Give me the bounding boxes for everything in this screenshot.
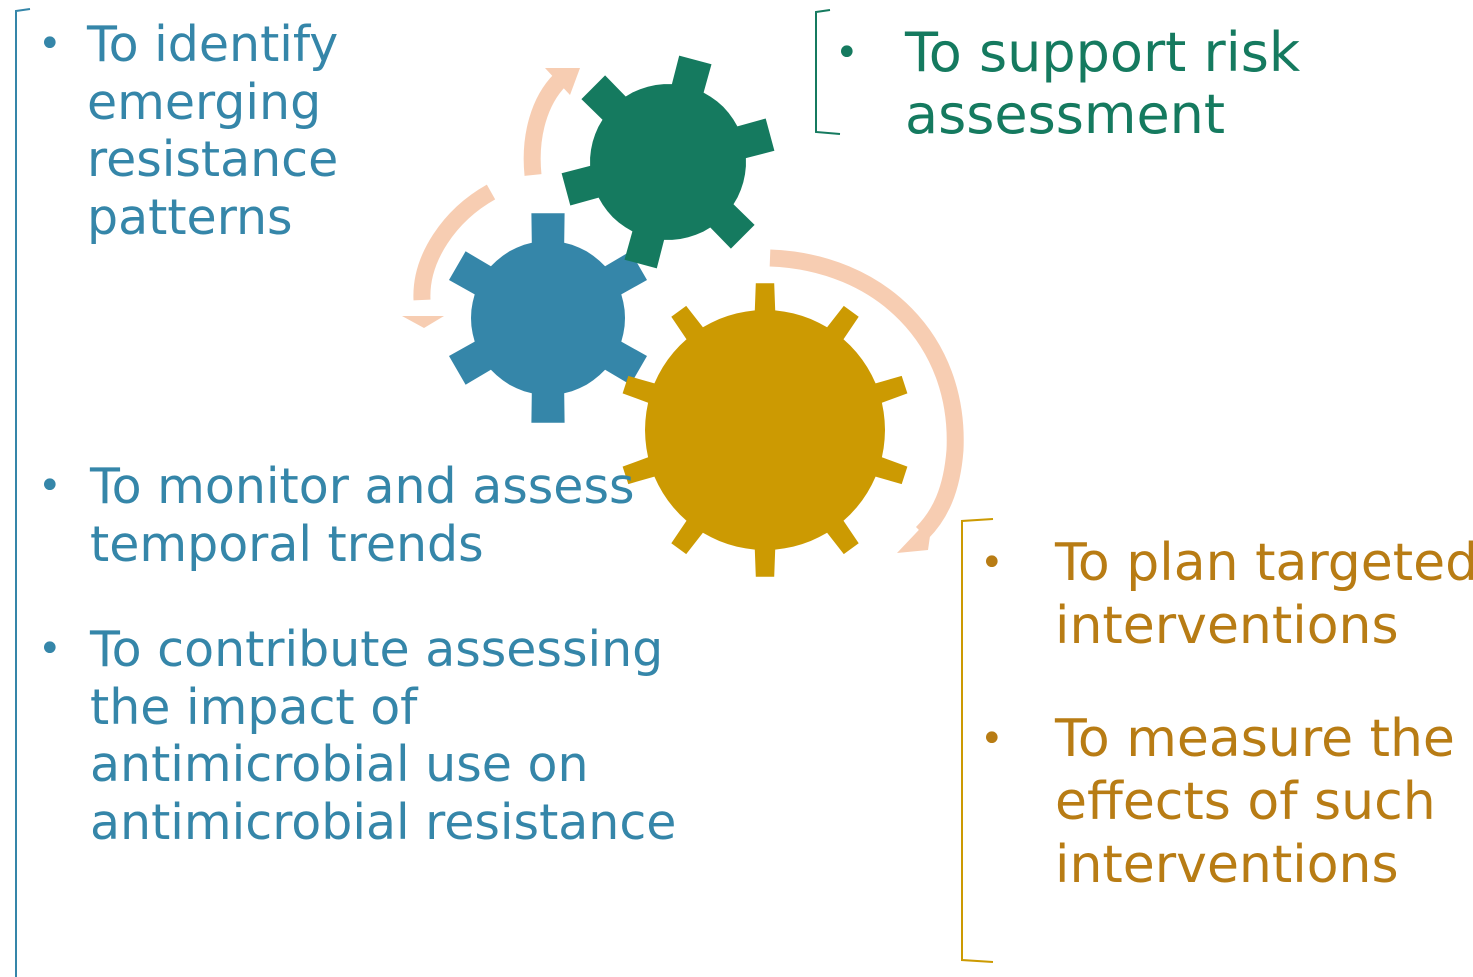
list-item: • To plan targeted interventions [980, 532, 1473, 658]
bullet: • [38, 463, 62, 509]
bullet: • [980, 716, 1004, 762]
gold-bracket [961, 518, 994, 963]
list-item: • To measure the effects of such interve… [980, 708, 1473, 897]
item-text: To contribute assessing the impact of an… [90, 621, 677, 851]
bullet: • [38, 21, 62, 67]
arrow-top [523, 68, 580, 176]
gold-gear [622, 283, 908, 577]
bullet: • [38, 626, 62, 672]
list-item: • To identify emerging resistance patter… [38, 16, 467, 246]
list-item: • To monitor and assess temporal trends [38, 458, 710, 573]
item-text: To plan targeted interventions [1055, 533, 1473, 656]
list-item: • To support risk assessment [835, 22, 1425, 146]
monitor-and-contribute-list: • To monitor and assess temporal trends … [38, 458, 710, 851]
list-item: • To contribute assessing the impact of … [38, 621, 710, 851]
item-text: To measure the effects of such intervent… [1055, 709, 1455, 895]
item-text: To monitor and assess temporal trends [90, 458, 635, 573]
arrow-left [402, 184, 496, 328]
item-text: To identify emerging resistance patterns [87, 16, 339, 246]
interventions-list: • To plan targeted interventions • To me… [980, 532, 1473, 897]
green-gear [561, 55, 775, 269]
arrow-right [769, 249, 964, 553]
bullet: • [980, 540, 1004, 586]
green-bracket [815, 9, 841, 135]
item-text: To support risk assessment [905, 21, 1301, 146]
identify-patterns-list: • To identify emerging resistance patter… [38, 16, 467, 246]
bullet: • [835, 30, 859, 76]
risk-assessment-list: • To support risk assessment [835, 22, 1425, 146]
left-bracket [15, 8, 31, 977]
blue-gear [449, 213, 647, 423]
